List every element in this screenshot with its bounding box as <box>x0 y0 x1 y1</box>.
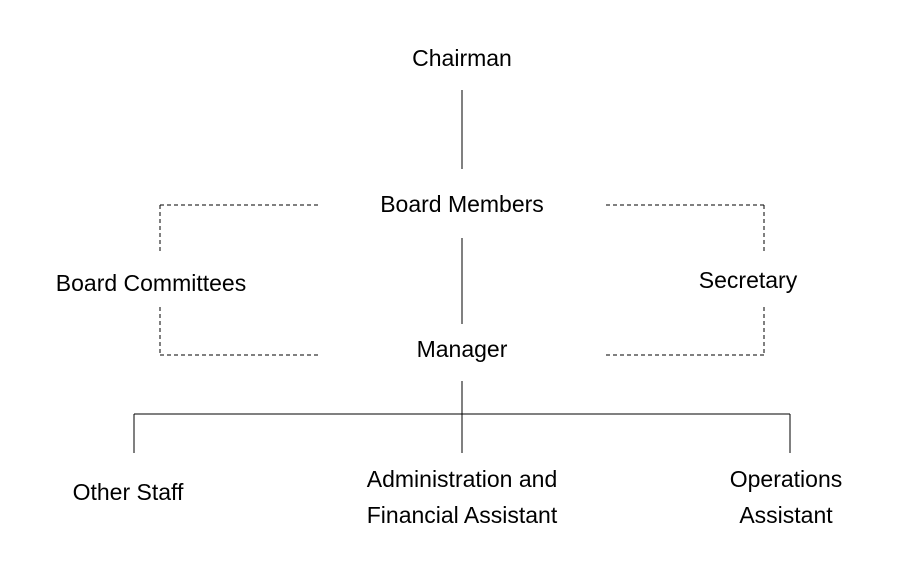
admin-financial-assistant-label: Administration and Financial Assistant <box>367 461 558 533</box>
board-members-label: Board Members <box>380 191 544 217</box>
chairman-label: Chairman <box>412 45 512 71</box>
admin-financial-line-1: Administration and <box>366 466 558 492</box>
secretary-dashed-bracket <box>606 204 765 356</box>
manager-label: Manager <box>416 336 508 362</box>
other-staff-label: Other Staff <box>72 479 184 505</box>
admin-financial-line-2: Financial Assistant <box>366 502 558 528</box>
board-committees-label: Board Committees <box>55 270 247 296</box>
operations-line-2: Assistant <box>739 502 833 528</box>
operations-assistant-label: Operations Assistant <box>730 461 843 533</box>
board-committees-dashed-bracket <box>159 204 318 356</box>
secretary-label: Secretary <box>698 267 798 293</box>
operations-line-1: Operations <box>729 466 843 492</box>
